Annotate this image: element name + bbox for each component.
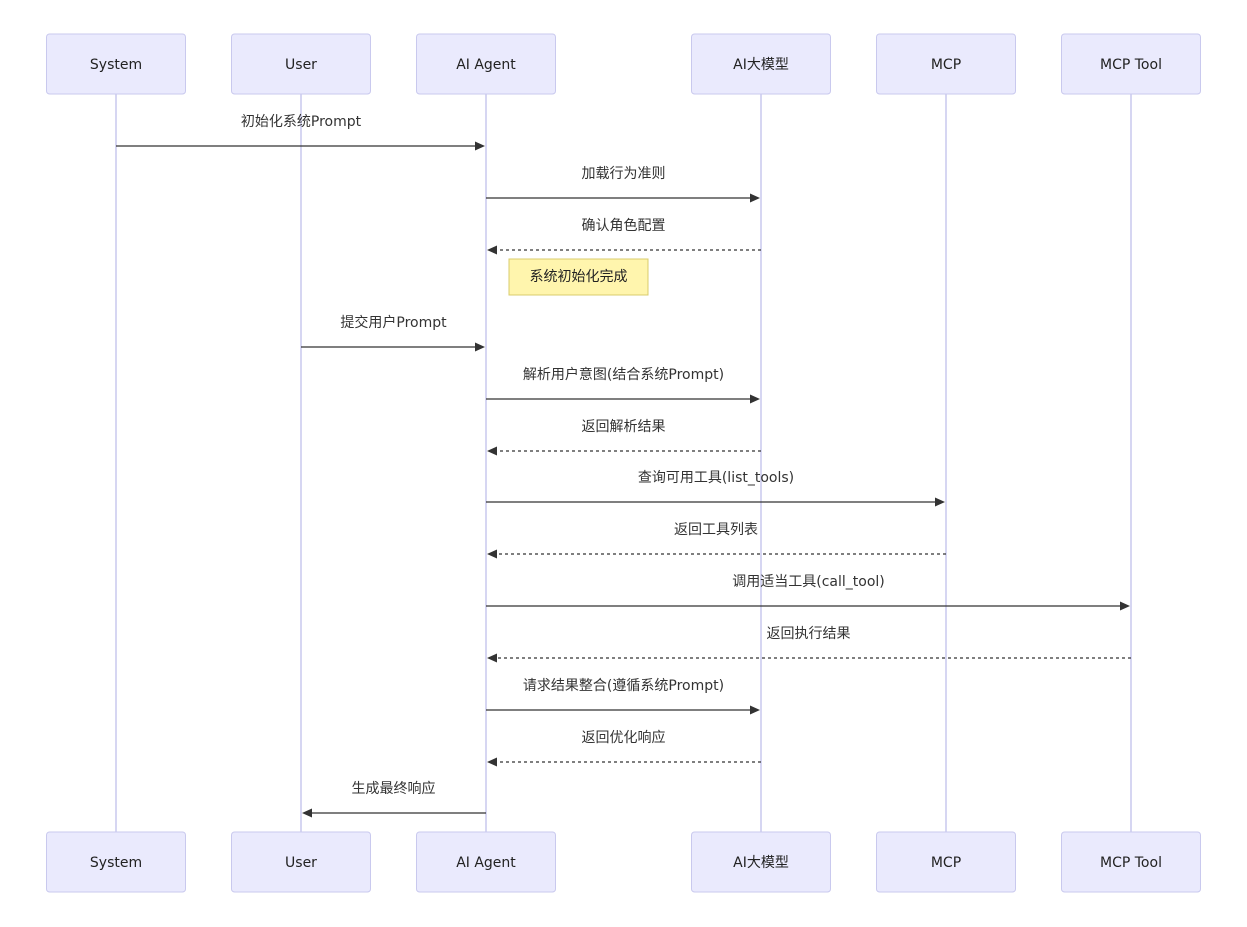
actor-system-bottom: System xyxy=(46,831,186,893)
actor-label: AI Agent xyxy=(456,855,516,871)
message-1: 初始化系统Prompt xyxy=(116,113,485,151)
actor-llm-bottom: AI大模型 xyxy=(691,831,831,893)
actor-box xyxy=(691,33,831,95)
actor-label: MCP xyxy=(931,57,961,73)
actor-box xyxy=(876,33,1016,95)
actor-label: MCP Tool xyxy=(1100,855,1162,871)
actor-user-top: User xyxy=(231,33,371,95)
arrowhead xyxy=(750,193,760,203)
message-label: 解析用户意图(结合系统Prompt) xyxy=(523,366,724,383)
actor-box xyxy=(416,831,556,893)
actor-agent-top: AI Agent xyxy=(416,33,556,95)
message-label: 加载行为准则 xyxy=(582,166,666,182)
actor-box xyxy=(231,33,371,95)
actor-label: System xyxy=(90,855,142,871)
message-label: 调用适当工具(call_tool) xyxy=(732,574,885,590)
arrowhead xyxy=(487,549,497,559)
message-5: 提交用户Prompt xyxy=(301,314,485,352)
actor-label: MCP Tool xyxy=(1100,57,1162,73)
arrowhead xyxy=(750,705,760,715)
actor-label: AI大模型 xyxy=(733,855,789,871)
message-label: 初始化系统Prompt xyxy=(241,113,362,130)
actor-mcp-top: MCP xyxy=(876,33,1016,95)
actor-box xyxy=(231,831,371,893)
note: 系统初始化完成 xyxy=(508,258,649,296)
arrowhead xyxy=(487,446,497,456)
actor-box xyxy=(416,33,556,95)
actor-system-top: System xyxy=(46,33,186,95)
message-9: 返回工具列表 xyxy=(487,522,946,559)
message-label: 生成最终响应 xyxy=(352,780,436,797)
arrowhead xyxy=(475,141,485,151)
message-8: 查询可用工具(list_tools) xyxy=(486,470,945,507)
actors-top: System User AI Agent AI大模型 MCP MCP Tool xyxy=(46,33,1201,95)
actor-label: AI Agent xyxy=(456,57,516,73)
actor-llm-top: AI大模型 xyxy=(691,33,831,95)
actor-label: System xyxy=(90,57,142,73)
message-14: 生成最终响应 xyxy=(302,780,486,818)
message-label: 确认角色配置 xyxy=(582,217,666,234)
arrowhead xyxy=(935,497,945,507)
actor-tool-top: MCP Tool xyxy=(1061,33,1201,95)
arrowhead xyxy=(487,757,497,767)
message-label: 请求结果整合(遵循系统Prompt) xyxy=(523,677,724,694)
note-label: 系统初始化完成 xyxy=(530,268,628,285)
message-10: 调用适当工具(call_tool) xyxy=(486,574,1130,611)
message-label: 提交用户Prompt xyxy=(340,314,447,331)
arrowhead xyxy=(1120,601,1130,611)
actor-tool-bottom: MCP Tool xyxy=(1061,831,1201,893)
arrowhead xyxy=(487,653,497,663)
message-label: 返回工具列表 xyxy=(674,522,758,538)
actor-box xyxy=(691,831,831,893)
message-11: 返回执行结果 xyxy=(487,626,1131,663)
note-box xyxy=(508,258,649,296)
actor-box xyxy=(876,831,1016,893)
arrowhead xyxy=(475,342,485,352)
actor-box xyxy=(46,33,186,95)
message-13: 返回优化响应 xyxy=(487,729,761,767)
arrowhead xyxy=(750,394,760,404)
actors-bottom: System User AI Agent AI大模型 MCP MCP Tool xyxy=(46,831,1201,893)
message-label: 返回解析结果 xyxy=(582,419,666,435)
actor-label: AI大模型 xyxy=(733,57,789,73)
message-7: 返回解析结果 xyxy=(487,419,761,456)
actor-label: User xyxy=(285,855,317,871)
actor-label: MCP xyxy=(931,855,961,871)
arrowhead xyxy=(302,808,312,818)
actor-box xyxy=(46,831,186,893)
actor-box xyxy=(1061,831,1201,893)
message-2: 加载行为准则 xyxy=(486,166,760,203)
actor-agent-bottom: AI Agent xyxy=(416,831,556,893)
message-12: 请求结果整合(遵循系统Prompt) xyxy=(486,677,760,715)
message-label: 返回优化响应 xyxy=(582,729,666,746)
message-label: 查询可用工具(list_tools) xyxy=(638,470,794,486)
actor-mcp-bottom: MCP xyxy=(876,831,1016,893)
actor-user-bottom: User xyxy=(231,831,371,893)
message-6: 解析用户意图(结合系统Prompt) xyxy=(486,366,760,404)
message-label: 返回执行结果 xyxy=(767,626,851,642)
actor-label: User xyxy=(285,57,317,73)
arrowhead xyxy=(487,245,497,255)
actor-box xyxy=(1061,33,1201,95)
message-3: 确认角色配置 xyxy=(487,217,761,255)
lifelines xyxy=(115,94,1132,832)
messages: 初始化系统Prompt 加载行为准则确认角色配置系统初始化完成提交用户Prompt… xyxy=(116,113,1131,818)
